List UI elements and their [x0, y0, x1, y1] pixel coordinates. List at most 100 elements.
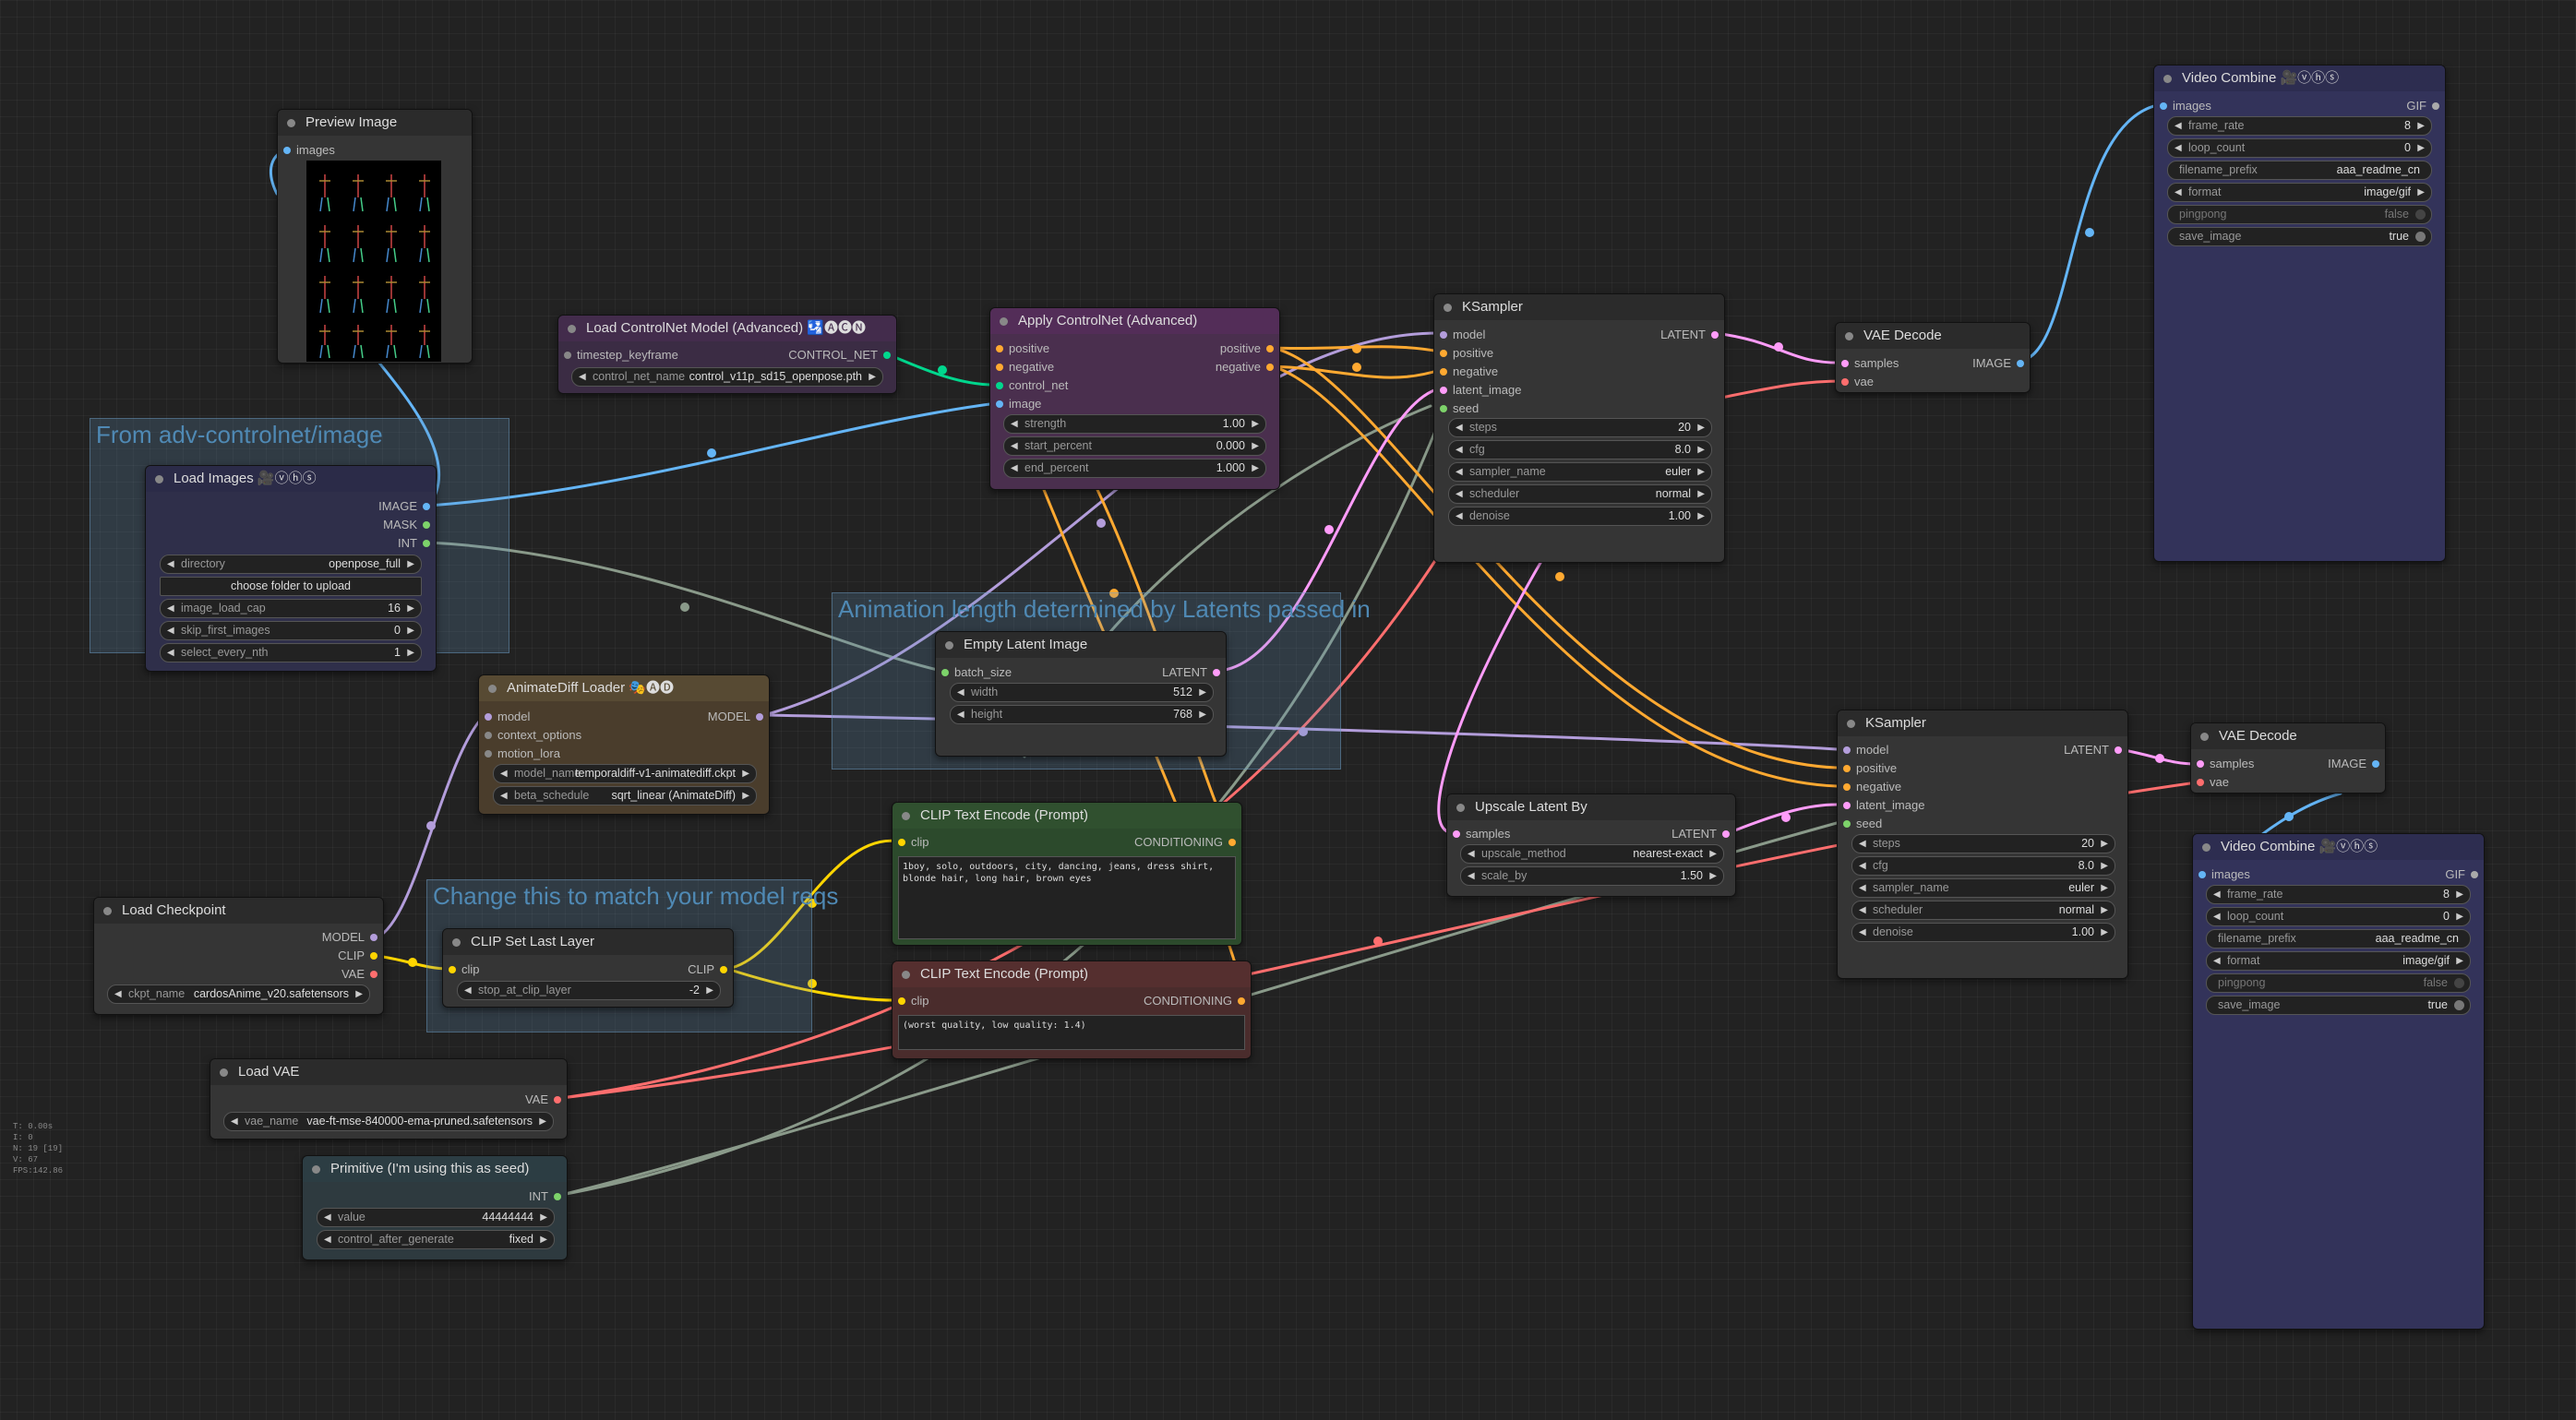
collapse-dot-icon[interactable] — [287, 119, 295, 127]
arrow-right-icon[interactable]: ▶ — [742, 791, 749, 801]
prompt-textarea[interactable]: (worst quality, low quality: 1.4) — [898, 1015, 1245, 1050]
input-samples[interactable]: samples — [2197, 756, 2254, 772]
output-latent[interactable]: LATENT — [2064, 742, 2122, 758]
output-int[interactable]: INT — [398, 535, 430, 552]
arrow-right-icon[interactable]: ▶ — [2101, 905, 2108, 915]
output-image[interactable]: IMAGE — [1972, 355, 2024, 372]
output-int[interactable]: INT — [529, 1188, 561, 1205]
input-vae[interactable]: vae — [1841, 374, 1874, 390]
collapse-dot-icon[interactable] — [2202, 843, 2211, 852]
output-latent[interactable]: LATENT — [1660, 327, 1719, 343]
node-title[interactable]: Empty Latent Image — [936, 632, 1226, 658]
arrow-right-icon[interactable]: ▶ — [2101, 927, 2108, 937]
arrow-left-icon[interactable]: ◀ — [324, 1235, 331, 1245]
arrow-right-icon[interactable]: ▶ — [1252, 441, 1259, 451]
input-model[interactable]: model — [1843, 742, 1888, 758]
arrow-right-icon[interactable]: ▶ — [1709, 871, 1717, 881]
input-clip[interactable]: clip — [898, 834, 929, 851]
arrow-right-icon[interactable]: ▶ — [2417, 121, 2425, 131]
node-title[interactable]: Upscale Latent By — [1447, 794, 1735, 820]
node-video-combine-1[interactable]: Video Combine 🎥ⓥⓗⓢ images GIF ◀frame_rat… — [2153, 65, 2446, 562]
arrow-right-icon[interactable]: ▶ — [355, 989, 363, 999]
arrow-left-icon[interactable]: ◀ — [1456, 423, 1463, 433]
node-video-combine-2[interactable]: Video Combine 🎥ⓥⓗⓢ images GIF ◀frame_rat… — [2192, 833, 2485, 1330]
arrow-right-icon[interactable]: ▶ — [869, 372, 876, 382]
arrow-right-icon[interactable]: ▶ — [1697, 511, 1705, 521]
arrow-left-icon[interactable]: ◀ — [2175, 121, 2182, 131]
arrow-left-icon[interactable]: ◀ — [1859, 839, 1866, 849]
input-negative[interactable]: negative — [996, 359, 1054, 376]
arrow-left-icon[interactable]: ◀ — [1011, 463, 1018, 473]
node-title[interactable]: CLIP Text Encode (Prompt) — [893, 803, 1241, 829]
output-model[interactable]: MODEL — [708, 709, 763, 725]
arrow-right-icon[interactable]: ▶ — [407, 603, 414, 614]
input-negative[interactable]: negative — [1440, 364, 1498, 380]
node-load-checkpoint[interactable]: Load Checkpoint MODEL CLIP VAE ◀ckpt_nam… — [93, 897, 384, 1015]
arrow-left-icon[interactable]: ◀ — [2175, 187, 2182, 197]
input-motion-lora[interactable]: motion_lora — [485, 746, 560, 762]
arrow-right-icon[interactable]: ▶ — [706, 985, 713, 996]
arrow-right-icon[interactable]: ▶ — [1199, 710, 1206, 720]
arrow-right-icon[interactable]: ▶ — [407, 648, 414, 658]
collapse-dot-icon[interactable] — [488, 685, 497, 693]
output-latent[interactable]: LATENT — [1671, 826, 1730, 842]
arrow-right-icon[interactable]: ▶ — [742, 769, 749, 779]
arrow-left-icon[interactable]: ◀ — [1859, 905, 1866, 915]
arrow-right-icon[interactable]: ▶ — [1252, 419, 1259, 429]
arrow-left-icon[interactable]: ◀ — [957, 710, 965, 720]
input-seed[interactable]: seed — [1440, 400, 1479, 417]
node-load-images[interactable]: Load Images 🎥ⓥⓗⓢ IMAGE MASK INT ◀directo… — [145, 465, 437, 672]
input-positive[interactable]: positive — [1843, 760, 1897, 777]
arrow-left-icon[interactable]: ◀ — [167, 603, 174, 614]
collapse-dot-icon[interactable] — [1845, 332, 1853, 340]
arrow-left-icon[interactable]: ◀ — [1859, 927, 1866, 937]
collapse-dot-icon[interactable] — [103, 907, 112, 915]
output-gif[interactable]: GIF — [2445, 866, 2478, 883]
collapse-dot-icon[interactable] — [2163, 75, 2172, 83]
arrow-left-icon[interactable]: ◀ — [579, 372, 586, 382]
arrow-right-icon[interactable]: ▶ — [2456, 889, 2463, 900]
input-positive[interactable]: positive — [1440, 345, 1493, 362]
input-timestep-keyframe[interactable]: timestep_keyframe — [564, 347, 678, 364]
arrow-right-icon[interactable]: ▶ — [2101, 883, 2108, 893]
node-title[interactable]: Video Combine 🎥ⓥⓗⓢ — [2193, 834, 2484, 860]
arrow-right-icon[interactable]: ▶ — [1697, 489, 1705, 499]
input-samples[interactable]: samples — [1453, 826, 1510, 842]
input-latent-image[interactable]: latent_image — [1440, 382, 1521, 399]
collapse-dot-icon[interactable] — [1000, 317, 1008, 326]
node-title[interactable]: Video Combine 🎥ⓥⓗⓢ — [2154, 66, 2445, 91]
node-empty-latent-image[interactable]: Empty Latent Image batch_size LATENT ◀wi… — [935, 631, 1227, 757]
stop-at-clip-layer-number[interactable]: ◀stop_at_clip_layer-2▶ — [457, 981, 721, 1000]
arrow-left-icon[interactable]: ◀ — [957, 687, 965, 698]
collapse-dot-icon[interactable] — [568, 325, 576, 333]
output-image[interactable]: IMAGE — [2328, 756, 2379, 772]
input-vae[interactable]: vae — [2197, 774, 2229, 791]
input-clip[interactable]: clip — [898, 993, 929, 1009]
arrow-left-icon[interactable]: ◀ — [167, 626, 174, 636]
node-title[interactable]: VAE Decode — [2191, 723, 2385, 749]
arrow-left-icon[interactable]: ◀ — [464, 985, 472, 996]
output-model[interactable]: MODEL — [322, 929, 377, 946]
input-control-net[interactable]: control_net — [996, 377, 1068, 394]
arrow-right-icon[interactable]: ▶ — [1709, 849, 1717, 859]
